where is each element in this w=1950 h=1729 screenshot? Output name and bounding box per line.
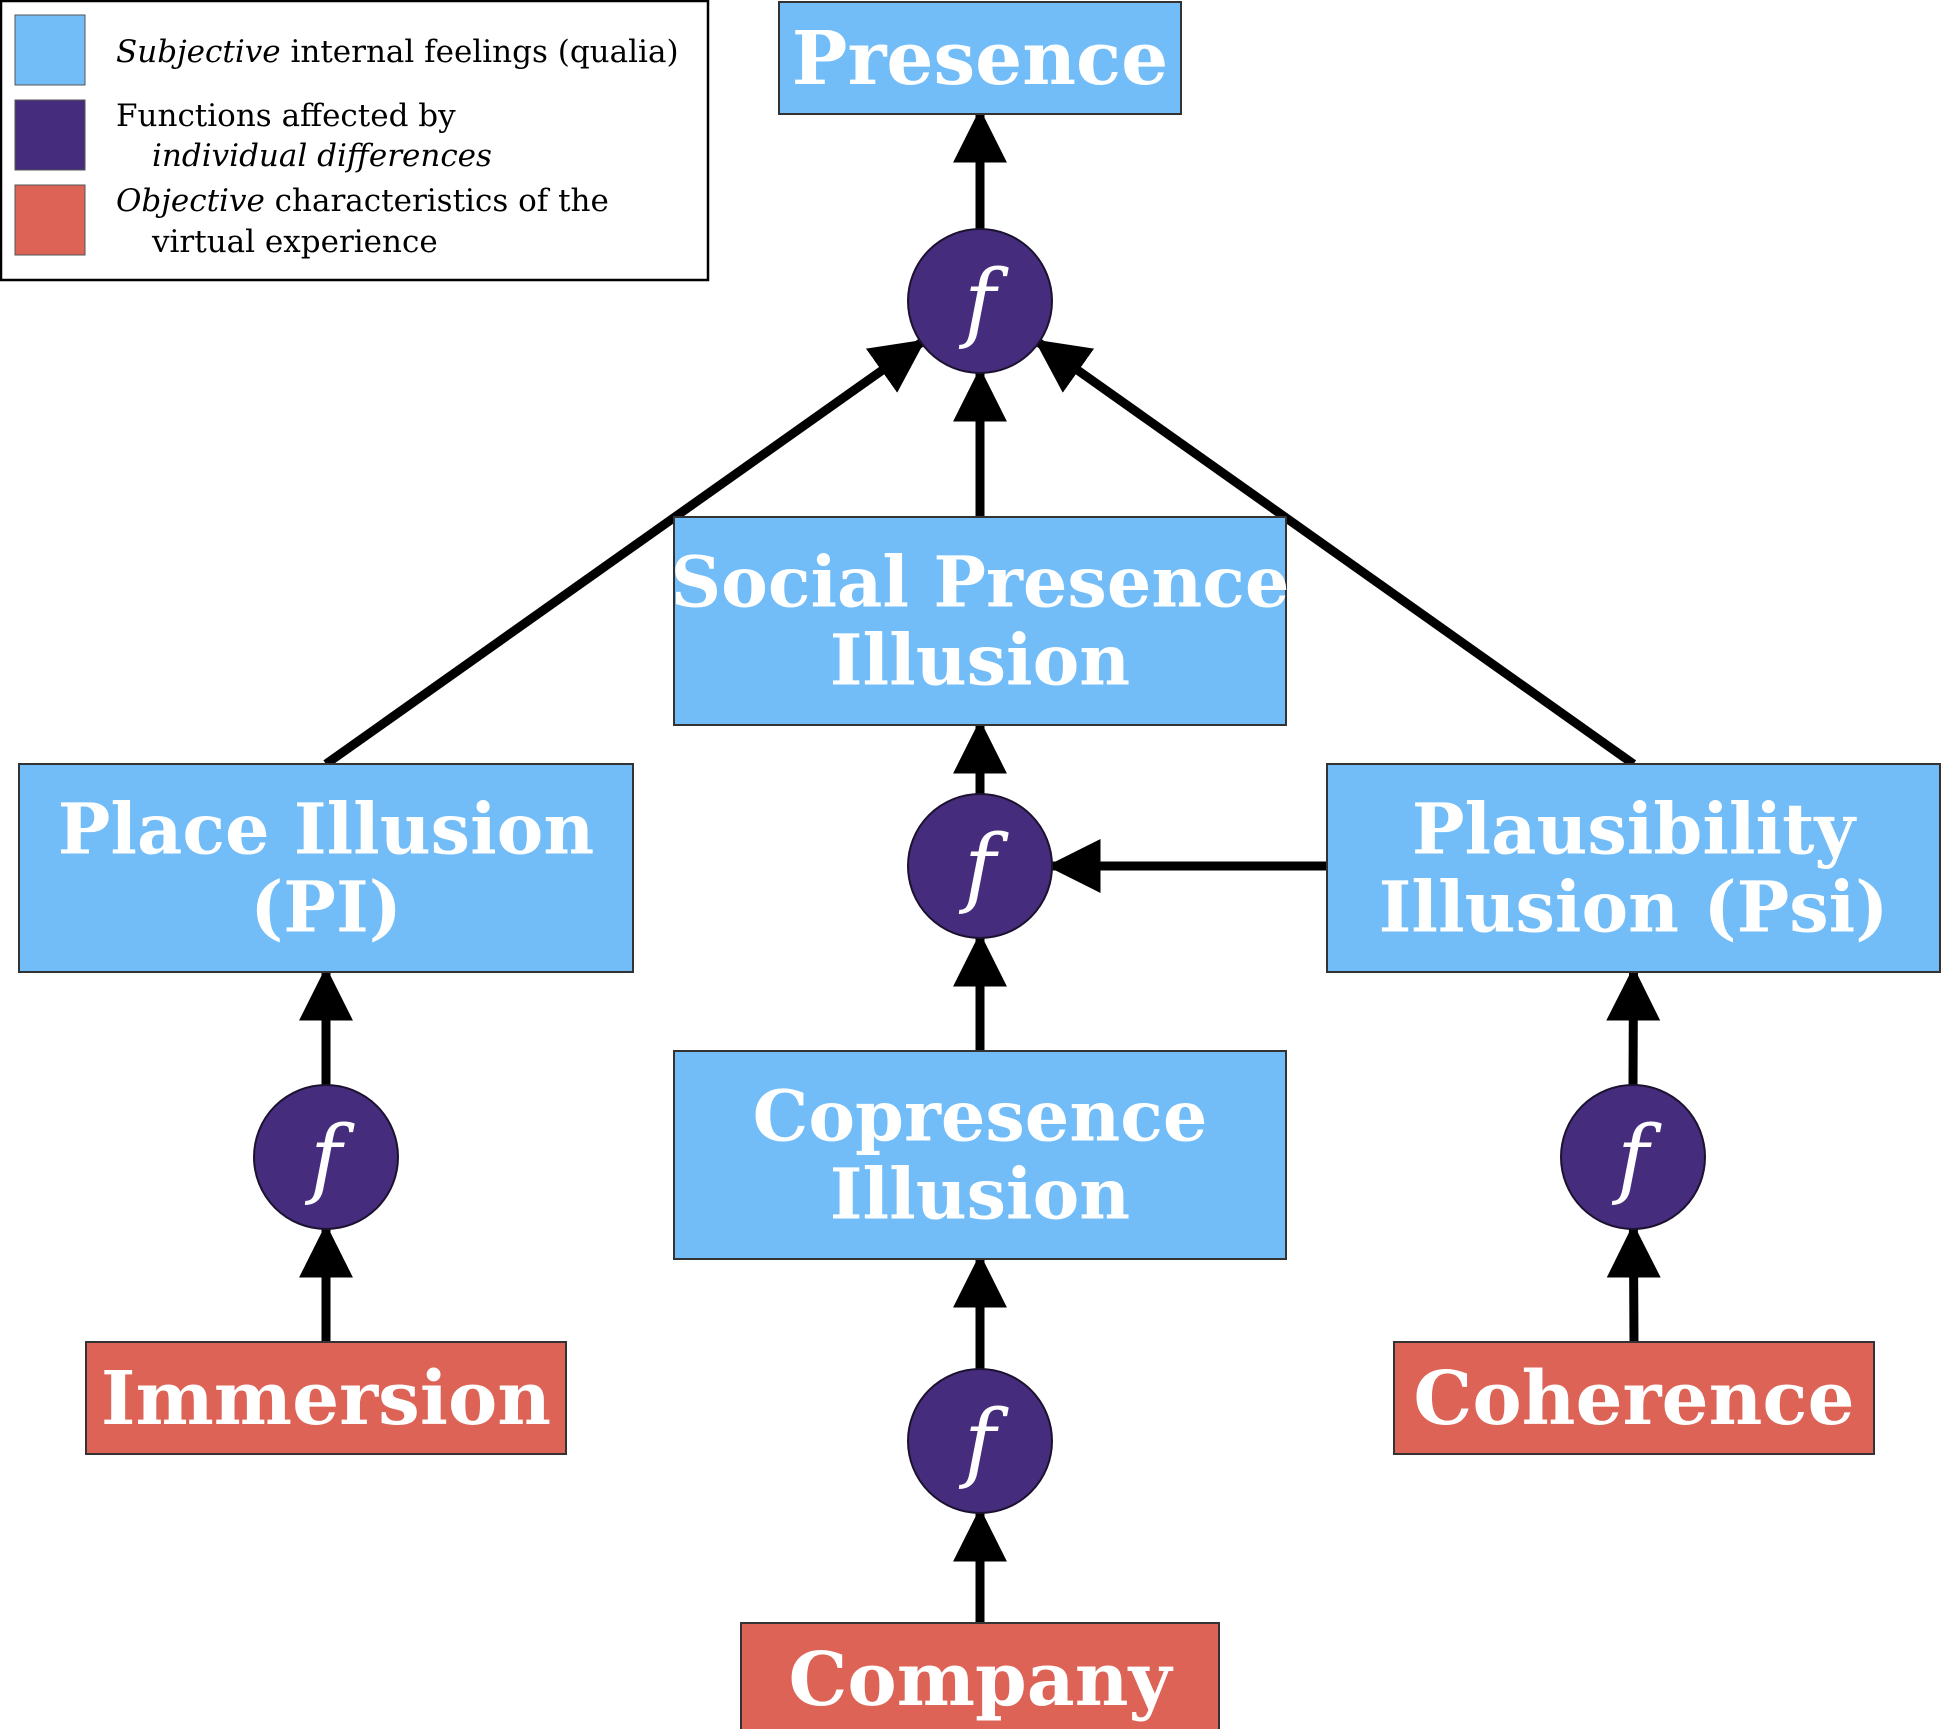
social-presence-illusion-box	[673, 516, 1287, 726]
function-circle	[253, 1084, 399, 1230]
arrow-plausibility-illusion-to-f-presence	[1034, 338, 1637, 768]
legend-subjective-label: Subjective internal feelings (qualia)	[116, 34, 679, 70]
legend-objective-line1: Objective characteristics of the	[116, 183, 609, 219]
presence-label-line-1: Presence	[792, 16, 1168, 102]
copresence-illusion-label-line-1: Copresence	[753, 1074, 1208, 1157]
plausibility-illusion-box	[1326, 763, 1941, 973]
function-node-presence: f	[907, 228, 1053, 374]
arrow-f-plausibility-to-plausibility-illusion	[1606, 966, 1661, 1086]
functions: f f f f f	[253, 228, 1706, 1514]
legend-function-line2: individual differences	[152, 138, 492, 174]
place-illusion-box	[18, 763, 634, 973]
immersion-label-line-1: Immersion	[101, 1356, 551, 1442]
node-coherence: Coherence	[1393, 1341, 1875, 1455]
legend-objective-line2: virtual experience	[151, 224, 438, 260]
plausibility-illusion-label-line-1: Plausibility	[1412, 787, 1858, 870]
function-node-copresence: f	[907, 1368, 1053, 1514]
legend-objective-rest: characteristics of the	[265, 183, 609, 219]
function-node-social: f	[907, 793, 1053, 939]
legend-subjective-italic: Subjective	[116, 34, 281, 70]
node-place-illusion: Place Illusion(PI)	[18, 763, 634, 973]
node-presence: Presence	[778, 1, 1182, 115]
legend: Subjective internal feelings (qualia) Fu…	[0, 0, 710, 282]
company-label-line-1: Company	[788, 1637, 1173, 1723]
function-circle	[907, 1368, 1053, 1514]
function-node-plausibility: f	[1560, 1084, 1706, 1230]
legend-objective-italic: Objective	[116, 183, 265, 219]
arrow-coherence-to-f-plausibility	[1606, 1223, 1661, 1343]
plausibility-illusion-label-line-2: Illusion (Psi)	[1379, 866, 1889, 949]
edges	[299, 108, 1661, 1623]
function-node-place: f	[253, 1084, 399, 1230]
legend-swatch-function	[14, 99, 86, 171]
presence-box	[778, 1, 1182, 115]
copresence-illusion-box	[673, 1050, 1287, 1260]
function-circle	[1560, 1084, 1706, 1230]
legend-swatch-subjective	[14, 14, 86, 86]
arrow-place-illusion-to-f-presence	[323, 338, 926, 768]
social-presence-illusion-label-line-2: Illusion	[830, 619, 1130, 702]
function-circle	[907, 228, 1053, 374]
copresence-illusion-label-line-2: Illusion	[830, 1153, 1130, 1236]
company-box	[740, 1622, 1220, 1729]
legend-box	[0, 0, 710, 282]
immersion-box	[85, 1341, 567, 1455]
coherence-label-line-1: Coherence	[1413, 1356, 1854, 1442]
node-immersion: Immersion	[85, 1341, 567, 1455]
node-company: Company	[740, 1622, 1220, 1729]
legend-subjective-rest: internal feelings (qualia)	[281, 34, 679, 70]
legend-function-line1: Functions affected by	[116, 98, 456, 134]
place-illusion-label-line-1: Place Illusion	[58, 787, 595, 870]
coherence-box	[1393, 1341, 1875, 1455]
social-presence-illusion-label-line-1: Social Presence	[671, 540, 1290, 623]
legend-swatch-objective	[14, 184, 86, 256]
place-illusion-label-line-2: (PI)	[250, 866, 402, 949]
function-circle	[907, 793, 1053, 939]
